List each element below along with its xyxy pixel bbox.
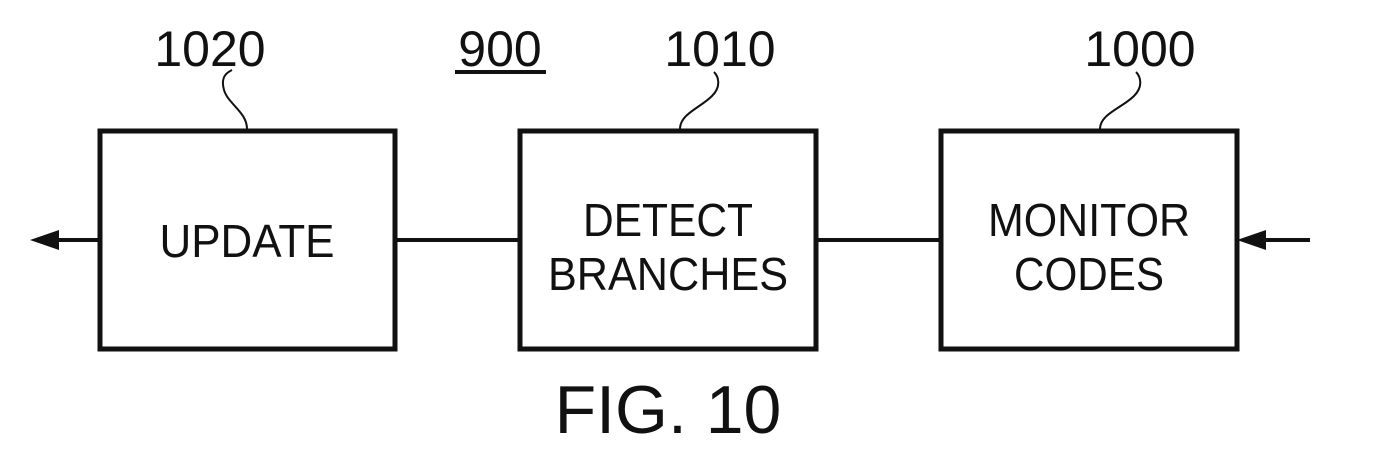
block-monitor-codes-ref: 1000 bbox=[1084, 21, 1195, 77]
block-update-label: UPDATE bbox=[160, 215, 335, 267]
block-detect-branches-label-line1: DETECT bbox=[583, 194, 753, 246]
figure-reference: 900 bbox=[455, 21, 546, 77]
block-detect-branches-box bbox=[517, 128, 819, 352]
block-monitor-codes-label-line2: CODES bbox=[1014, 248, 1164, 300]
block-monitor-codes-leader bbox=[1099, 71, 1142, 130]
block-detect-branches: DETECT BRANCHES 1010 bbox=[517, 21, 819, 352]
figure-reference-number: 900 bbox=[458, 21, 541, 77]
block-update-ref: 1020 bbox=[154, 21, 265, 77]
block-monitor-codes: MONITOR CODES 1000 bbox=[938, 21, 1240, 352]
block-update-box bbox=[97, 128, 398, 352]
input-arrow bbox=[1237, 230, 1310, 250]
block-monitor-codes-label-line1: MONITOR bbox=[988, 194, 1190, 246]
block-monitor-codes-box bbox=[938, 128, 1240, 352]
output-arrow bbox=[30, 230, 100, 250]
output-arrowhead bbox=[30, 230, 59, 250]
block-update-leader bbox=[222, 69, 248, 130]
block-update: UPDATE 1020 bbox=[97, 21, 398, 352]
block-detect-branches-ref: 1010 bbox=[664, 21, 775, 77]
block-detect-branches-label-line2: BRANCHES bbox=[548, 248, 788, 300]
input-arrowhead bbox=[1237, 230, 1266, 250]
figure-caption: FIG. 10 bbox=[555, 372, 782, 448]
block-detect-branches-leader bbox=[679, 71, 720, 130]
